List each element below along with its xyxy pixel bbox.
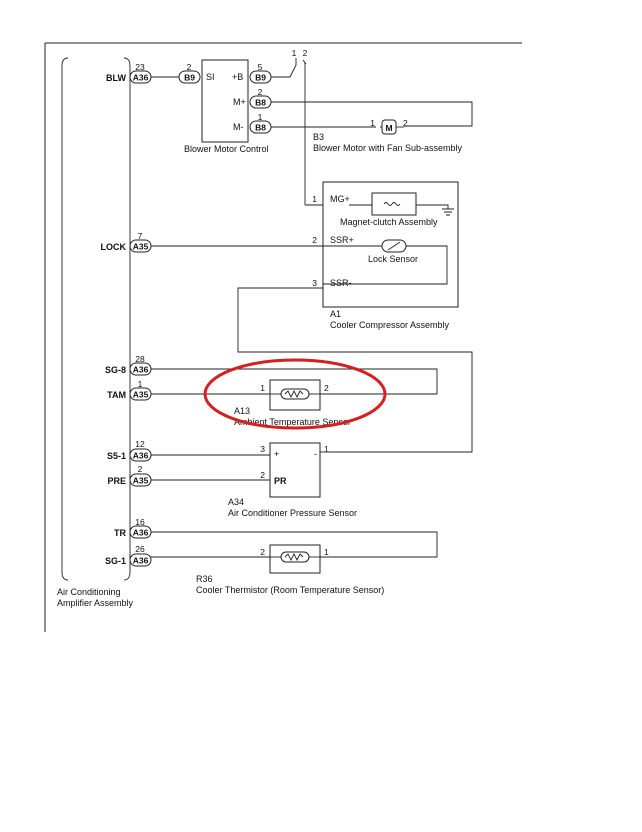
compressor-caption: Cooler Compressor Assembly	[330, 320, 450, 330]
mm-label: M-	[233, 122, 244, 132]
connector-label-sg1: A36	[133, 556, 149, 566]
blower-motor-code: B3	[313, 132, 324, 142]
connector-label-sg8: A36	[133, 365, 149, 375]
pressure-sensor-code: A34	[228, 497, 244, 507]
terminal-pin-s51: 12	[135, 439, 145, 449]
pressure-pin-1: 1	[324, 444, 329, 454]
mg-pin: 1	[312, 194, 317, 204]
amplifier-bracket	[61, 57, 131, 581]
terminal-label-pre: PRE	[107, 476, 126, 486]
pressure-pr-label: PR	[274, 476, 287, 486]
amplifier-name-line1: Air Conditioning	[57, 587, 121, 597]
thermistor-code: R36	[196, 574, 213, 584]
thermistor-caption: Cooler Thermistor (Room Temperature Sens…	[196, 585, 384, 595]
connector-si-label: B9	[184, 73, 195, 83]
terminal-pin-tr: 16	[135, 517, 145, 527]
connector-mm-label: B8	[255, 123, 266, 133]
connector-mp-label: B8	[255, 98, 266, 108]
connector-label-tam: A35	[133, 390, 149, 400]
terminal-pin-pre: 2	[138, 464, 143, 474]
ambient-sensor-caption: Ambient Temperature Sensor	[234, 417, 351, 427]
terminal-label-s51: S5-1	[107, 451, 126, 461]
mp-label: M+	[233, 97, 246, 107]
pressure-pin-3: 3	[260, 444, 265, 454]
motor-pin-2: 2	[403, 118, 408, 128]
motor-symbol-label: M	[385, 123, 392, 133]
blower-motor-control-box	[201, 59, 249, 143]
thermistor-pin-2: 2	[260, 547, 265, 557]
motor-pin-1: 1	[370, 118, 375, 128]
pressure-sensor-caption: Air Conditioner Pressure Sensor	[228, 508, 357, 518]
connector-label-s51: A36	[133, 451, 149, 461]
highlight-circle	[203, 358, 387, 430]
coil-icon	[383, 202, 401, 206]
thermistor-pin-1: 1	[324, 547, 329, 557]
ssrp-pin: 2	[312, 235, 317, 245]
pb-pin: 5	[258, 62, 263, 72]
connector-label-lock: A35	[133, 242, 149, 252]
terminal-label-tam: TAM	[107, 390, 126, 400]
terminal-label-sg8: SG-8	[105, 365, 126, 375]
clutch-caption: Magnet-clutch Assembly	[340, 217, 438, 227]
mm-pin: 1	[258, 112, 263, 122]
pb-label: +B	[232, 72, 243, 82]
mp-pin: 2	[258, 87, 263, 97]
pressure-pin-2: 2	[260, 470, 265, 480]
si-label: SI	[206, 72, 215, 82]
mg-label: MG+	[330, 194, 350, 204]
ssrm-label: SSR-	[330, 278, 352, 288]
supply-pin-1: 1	[292, 48, 297, 58]
connector-pb-label: B9	[255, 73, 266, 83]
supply-pin-2: 2	[303, 48, 308, 58]
terminal-pin-lock: 7	[138, 231, 143, 241]
lock-sensor-caption: Lock Sensor	[368, 254, 418, 264]
terminal-label-sg1: SG-1	[105, 556, 126, 566]
amplifier-name-line2: Amplifier Assembly	[57, 598, 134, 608]
connector-sg1	[129, 553, 152, 567]
ambient-pin-2: 2	[324, 383, 329, 393]
ambient-sensor-code: A13	[234, 406, 250, 416]
connector-label-pre: A35	[133, 476, 149, 486]
ambient-pin-1: 1	[260, 383, 265, 393]
blower-control-caption: Blower Motor Control	[184, 144, 269, 154]
pressure-minus: -	[314, 449, 317, 459]
terminal-label-tr: TR	[114, 528, 126, 538]
ssrp-label: SSR+	[330, 235, 354, 245]
connector-si	[178, 70, 201, 84]
terminal-label-blw: BLW	[106, 73, 127, 83]
compressor-code: A1	[330, 309, 341, 319]
terminal-label-lock: LOCK	[101, 242, 127, 252]
pressure-plus: +	[274, 449, 279, 459]
connector-label-tr: A36	[133, 528, 149, 538]
pressure-sensor-box	[269, 442, 321, 498]
magnet-clutch-box	[371, 192, 417, 216]
terminal-pin-tam: 1	[138, 379, 143, 389]
ground-icon	[442, 208, 454, 216]
ssrm-pin: 3	[312, 278, 317, 288]
blower-motor-symbol: M	[380, 119, 404, 135]
terminal-pin-sg8: 28	[135, 354, 145, 364]
terminal-pin-sg1: 26	[135, 544, 145, 554]
blower-motor-caption: Blower Motor with Fan Sub-assembly	[313, 143, 463, 153]
si-pin: 2	[187, 62, 192, 72]
terminal-pin-blw: 23	[135, 62, 145, 72]
connector-label-blw: A36	[133, 73, 149, 83]
